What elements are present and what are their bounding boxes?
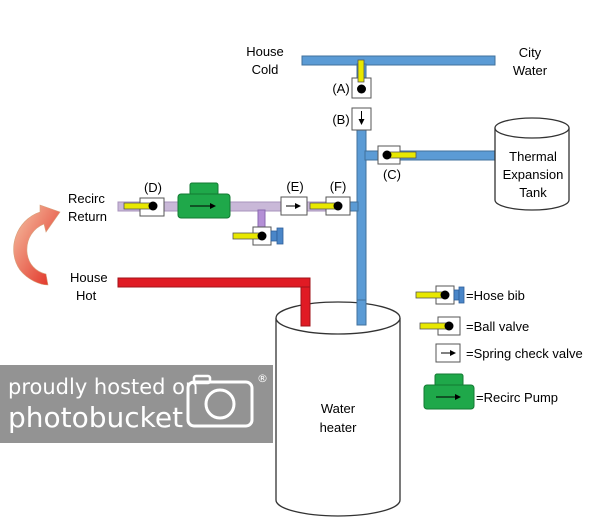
valve-c-ball-valve xyxy=(377,145,417,165)
tank-label-line1: Thermal xyxy=(509,149,557,164)
valve-e-tag: (E) xyxy=(286,179,303,194)
city-water-label-line2: Water xyxy=(513,63,548,78)
valve-f-ball-valve xyxy=(309,196,351,216)
house-cold-label-line2: Cold xyxy=(252,62,279,77)
water-heater-label-line2: heater xyxy=(320,420,358,435)
water-heater xyxy=(275,301,401,517)
cold-header-pipe xyxy=(301,55,496,66)
recirc-return-label-line1: Recirc xyxy=(68,191,105,206)
camera-icon xyxy=(186,374,254,428)
valve-c-tag: (C) xyxy=(383,167,401,182)
valve-b-check-valve xyxy=(351,107,372,131)
legend-hose-bib-label: =Hose bib xyxy=(466,288,525,303)
watermark-registered-mark: ® xyxy=(257,372,268,385)
thermal-expansion-tank xyxy=(494,117,570,211)
watermark-line1: proudly hosted on xyxy=(8,375,198,399)
legend: =Hose bib =Ball valve =Spring check valv… xyxy=(415,285,583,410)
valve-b-tag: (B) xyxy=(332,112,349,127)
watermark-line2: photobucket xyxy=(8,401,183,434)
house-cold-label-line1: House xyxy=(246,44,284,59)
legend-ball-valve-label: =Ball valve xyxy=(466,319,529,334)
valve-d-tag: (D) xyxy=(144,180,162,195)
curved-arrow-icon xyxy=(13,204,61,286)
photobucket-watermark: proudly hosted on photobucket ® xyxy=(0,365,273,443)
recirc-drain-pipe xyxy=(257,209,266,229)
recirc-hose-bib xyxy=(232,226,284,246)
legend-recirc-pump-label: =Recirc Pump xyxy=(476,390,558,405)
water-heater-label-line1: Water xyxy=(321,401,356,416)
house-hot-label-line2: Hot xyxy=(76,288,97,303)
recirc-return-label-line2: Return xyxy=(68,209,107,224)
legend-recirc-pump-icon xyxy=(423,373,475,410)
city-water-label-line1: City xyxy=(519,45,542,60)
house-hot-label-line1: House xyxy=(70,270,108,285)
valve-d-ball-valve xyxy=(123,197,165,217)
tank-label-line3: Tank xyxy=(519,185,547,200)
valve-a-ball-valve xyxy=(351,59,372,99)
recirc-pump xyxy=(177,182,231,219)
legend-hose-bib-icon xyxy=(415,285,465,305)
recirc-tee-pipe xyxy=(349,201,359,212)
legend-check-valve-label: =Spring check valve xyxy=(466,346,583,361)
legend-check-valve-icon xyxy=(435,343,461,363)
legend-ball-valve-icon xyxy=(419,316,461,336)
valve-f-tag: (F) xyxy=(330,179,347,194)
valve-e-check-valve xyxy=(280,196,308,216)
tank-label-line2: Expansion xyxy=(503,167,564,182)
valve-a-tag: (A) xyxy=(332,81,349,96)
